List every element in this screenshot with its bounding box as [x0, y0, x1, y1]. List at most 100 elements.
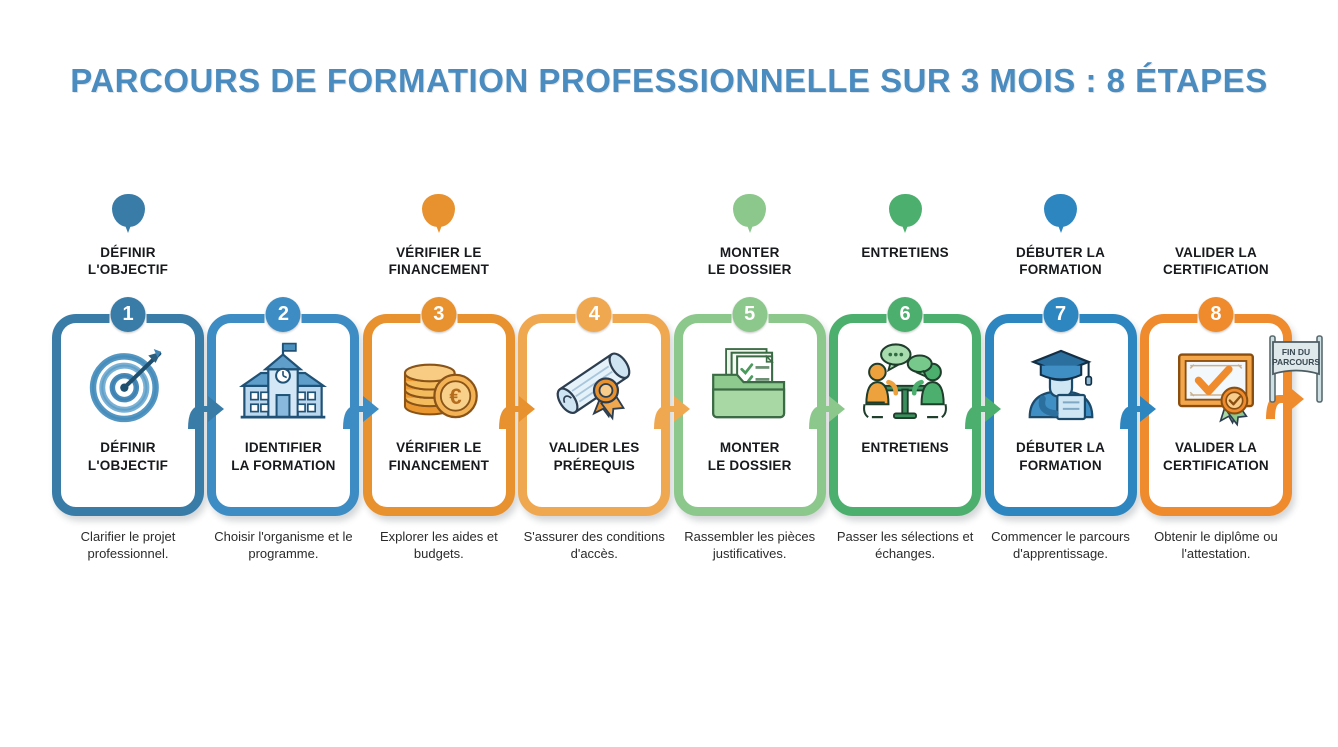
step-caption-5: Rassembler les pièces justificatives. [684, 529, 816, 562]
step-top-label-line1-7: DÉBUTER LA [1016, 245, 1106, 260]
svg-text:€: € [449, 384, 461, 409]
map-pin-icon [1044, 194, 1078, 227]
arrow-3-to-4 [496, 387, 538, 433]
arrow-icon [1120, 396, 1157, 429]
step-icon-slot-7 [994, 323, 1128, 439]
step-top-label-7: DÉBUTER LA FORMATION [1016, 242, 1105, 294]
step-gap-1 [187, 190, 224, 429]
step-caption-2: Choisir l'organisme et le programme. [214, 529, 353, 562]
step-card-label-line1-1: DÉFINIR [100, 440, 156, 455]
step-icon-slot-8 [1149, 323, 1283, 439]
step-top-label-line1-1: DÉFINIR [100, 245, 156, 260]
step-caption-1: Clarifier le projet professionnel. [80, 529, 176, 562]
arrow-icon [809, 396, 846, 429]
step-card-1[interactable]: DÉFINIR L'OBJECTIF [52, 314, 204, 516]
step-card-wrap-1[interactable]: 1 DÉFINIR L'OBJECTIF [52, 297, 204, 516]
step-icon-slot-6 [838, 323, 972, 439]
diploma-scroll-icon [556, 352, 631, 421]
folder-checklist-icon [711, 348, 785, 419]
arrow-icon [653, 396, 690, 429]
step-caption-8: Obtenir le diplôme ou l'attestation. [1154, 529, 1278, 562]
school-building-icon [239, 342, 328, 419]
step-card-label-line1-4: VALIDER LES [549, 440, 640, 455]
step-card-wrap-7[interactable]: 7 DÉBUTER LA FORMATION [984, 297, 1137, 516]
step-icon-slot-3: € [372, 323, 506, 439]
step-number-badge-7: 7 [1043, 297, 1079, 332]
step-gap-5 [809, 190, 846, 429]
arrow-icon [1266, 385, 1304, 419]
step-top-label-line2-7: FORMATION [1019, 262, 1102, 278]
flag-icon: FIN DU PARCOURS [1269, 335, 1323, 403]
step-top-label-line1-5: MONTER [719, 245, 780, 260]
step-card-label-line1-3: VÉRIFIER LE [396, 440, 482, 455]
step-card-7[interactable]: DÉBUTER LA FORMATION [984, 314, 1137, 516]
step-card-label-line2-2: LA FORMATION [231, 457, 336, 473]
pin-slot-2 [207, 190, 359, 242]
step-card-6[interactable]: ENTRETIENS [829, 314, 982, 516]
step-caption-3: Explorer les aides et budgets. [379, 529, 498, 562]
pin-slot-4 [518, 190, 670, 242]
step-card-label-7: DÉBUTER LA FORMATION [1014, 439, 1107, 474]
step-card-label-line2-8: CERTIFICATION [1163, 457, 1269, 473]
step-number-badge-8: 8 [1198, 297, 1234, 332]
step-icon-slot-2 [216, 323, 350, 439]
step-card-label-line2-7: FORMATION [1019, 457, 1102, 473]
step-top-label-line2-5: LE DOSSIER [707, 262, 792, 278]
step-top-label-line2-3: FINANCEMENT [388, 262, 490, 278]
step-number-badge-3: 3 [421, 297, 457, 332]
flag-text-line2: PARCOURS [1272, 357, 1320, 367]
step-caption-6: Passer les sélections et échanges. [836, 529, 974, 562]
step-number-badge-6: 6 [887, 297, 923, 332]
step-7[interactable]: DÉBUTER LA FORMATION 7 DÉBUTER LA FORMATION… [984, 190, 1137, 562]
step-top-label-5: MONTER LE DOSSIER [708, 242, 792, 294]
pin-slot-6 [829, 190, 981, 242]
step-card-label-6: ENTRETIENS [859, 439, 951, 457]
arrow-icon [498, 396, 535, 429]
step-number-badge-1: 1 [110, 297, 146, 332]
step-top-label-line1-3: VÉRIFIER LE [396, 245, 482, 260]
step-gap-4 [653, 190, 690, 429]
step-caption-7: Commencer le parcours d'apprentissage. [991, 529, 1130, 562]
map-pin-icon [888, 194, 922, 227]
pin-slot-1 [52, 190, 204, 242]
step-icon-slot-5 [683, 323, 817, 439]
step-card-label-line2-1: L'OBJECTIF [87, 457, 169, 473]
flag-text-line1: FIN DU [1282, 347, 1310, 357]
step-card-label-8: VALIDER LA CERTIFICATION [1161, 439, 1271, 474]
step-card-wrap-6[interactable]: 6 ENT [829, 297, 982, 516]
certificate-check-rosette-icon [1177, 353, 1254, 427]
step-card-8[interactable]: VALIDER LA CERTIFICATION [1139, 314, 1292, 516]
step-card-label-line1-8: VALIDER LA [1174, 440, 1257, 455]
step-card-label-line1-7: DÉBUTER LA [1016, 440, 1106, 455]
step-number-badge-2: 2 [265, 297, 301, 332]
step-card-wrap-8[interactable]: 8 VALIDER LA CERTIFICATION [1139, 297, 1292, 516]
pin-slot-7 [985, 190, 1137, 242]
step-top-label-6: ENTRETIENS [861, 242, 949, 294]
step-card-label-line1-6: ENTRETIENS [861, 440, 949, 455]
step-top-label-3: VÉRIFIER LE FINANCEMENT [389, 242, 489, 294]
map-pin-icon [422, 194, 456, 227]
arrow-8-to-end [1262, 375, 1308, 423]
arrow-1-to-2 [185, 387, 227, 433]
euro-coins-stack-icon: € [403, 363, 478, 419]
